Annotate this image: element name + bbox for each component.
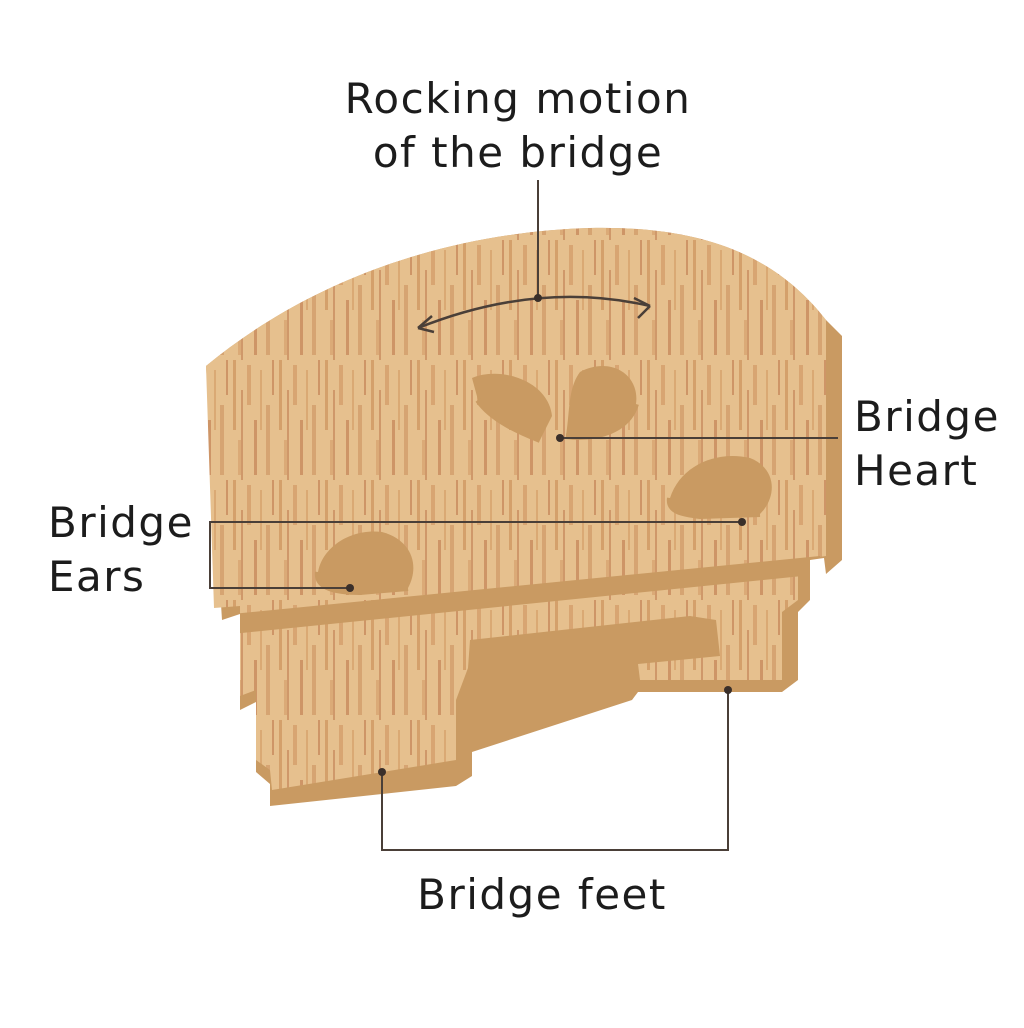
heart-dot [556, 434, 564, 442]
rocking-motion-label: Rocking motion of the bridge [0, 72, 1024, 180]
heart-right-edge [565, 402, 639, 440]
ear-right-edge [666, 497, 761, 520]
bridge-heart-label-line2: Heart [854, 446, 979, 495]
bridge-ears-label-line2: Ears [48, 552, 146, 601]
foot-left-dot [378, 768, 386, 776]
rocking-motion-label-line2: of the bridge [372, 128, 664, 177]
ears-leader [209, 521, 742, 589]
rocking-motion-label-line1: Rocking motion [344, 74, 692, 123]
bridge-feet-label: Bridge feet [0, 868, 1024, 922]
bridge-ears-label: Bridge Ears [48, 496, 194, 604]
ear-left-dot [346, 584, 354, 592]
rocking-dot [534, 294, 542, 302]
rocking-arrow-head-right [633, 296, 651, 319]
bridge-feet-label-line1: Bridge feet [417, 870, 667, 919]
leader-lines [209, 180, 838, 851]
rocking-arrow-head-left [417, 315, 435, 334]
bridge-heart-label-line1: Bridge [854, 392, 1000, 441]
feet-leader [381, 690, 729, 851]
bridge-heart-label: Bridge Heart [854, 390, 1000, 498]
leader-dots [346, 294, 746, 776]
bridge-ears-label-line1: Bridge [48, 498, 194, 547]
foot-right-dot [724, 686, 732, 694]
bridge-face [206, 227, 826, 790]
ear-right-dot [738, 518, 746, 526]
heart-left-edge [475, 398, 542, 443]
